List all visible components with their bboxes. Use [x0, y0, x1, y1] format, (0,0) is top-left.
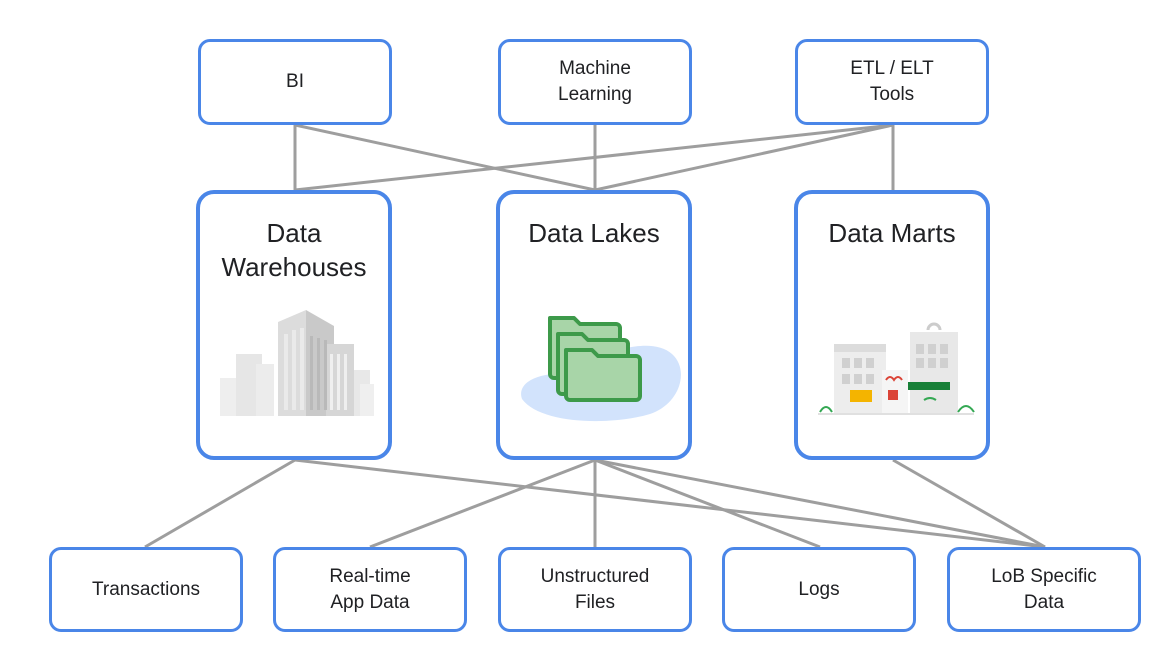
- edge-bi-lakes: [294, 123, 596, 192]
- node-etl-elt-tools: ETL / ELT Tools: [795, 39, 989, 125]
- edge-lakes-realtime: [369, 458, 596, 549]
- node-transactions-label: Transactions: [91, 578, 201, 600]
- node-data-marts-label: Data Marts: [828, 218, 956, 248]
- node-unstructured-files: Unstructured Files: [498, 547, 692, 632]
- node-data-lakes: Data Lakes: [496, 190, 692, 460]
- node-etl-elt-tools-label: ETL / ELT Tools: [850, 58, 934, 105]
- node-data-warehouses-label: Data Warehouses: [221, 218, 367, 282]
- node-real-time-app-data: Real-time App Data: [273, 547, 467, 632]
- edge-etl-lakes: [594, 123, 894, 192]
- node-lob-specific-data: LoB Specific Data: [947, 547, 1141, 632]
- node-bi-label: BI: [286, 71, 304, 92]
- edge-lakes-lob: [594, 458, 1046, 549]
- node-transactions: Transactions: [49, 547, 243, 632]
- node-data-marts: Data Marts: [794, 190, 990, 460]
- edge-warehouses-lob: [294, 458, 1046, 549]
- node-machine-learning: Machine Learning: [498, 39, 692, 125]
- storefront-icon: [818, 322, 975, 415]
- node-data-warehouses: Data Warehouses: [196, 190, 392, 460]
- node-unstructured-files-label: Unstructured Files: [540, 565, 650, 613]
- node-machine-learning-label: Machine Learning: [558, 58, 632, 105]
- node-logs: Logs: [722, 547, 916, 632]
- node-lob-specific-data-label: LoB Specific Data: [991, 565, 1097, 613]
- node-logs-label: Logs: [798, 578, 840, 600]
- folders-icon: [521, 316, 681, 422]
- edge-lakes-logs: [594, 458, 821, 549]
- edge-marts-lob: [892, 458, 1046, 549]
- building-icon: [220, 310, 374, 416]
- node-bi: BI: [198, 39, 392, 125]
- node-real-time-app-data-label: Real-time App Data: [329, 565, 411, 613]
- node-data-lakes-label: Data Lakes: [528, 218, 660, 248]
- edge-warehouses-transactions: [144, 458, 296, 549]
- edge-etl-warehouses: [294, 123, 894, 192]
